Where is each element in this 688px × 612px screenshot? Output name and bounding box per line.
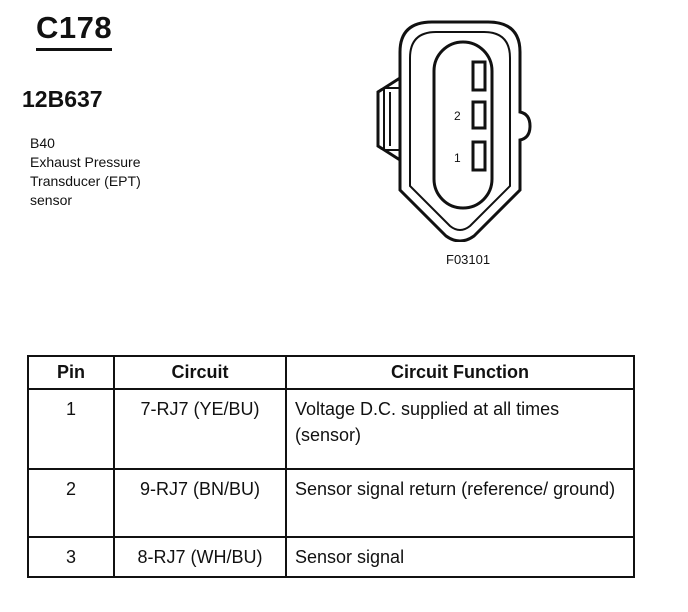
pin-cavity-1 <box>471 140 487 172</box>
locking-tab <box>376 76 401 162</box>
function-cell: Voltage D.C. supplied at all times (sens… <box>285 388 635 470</box>
header-circuit: Circuit <box>113 355 287 390</box>
pin-label-2: 2 <box>454 109 461 123</box>
component-description: B40 Exhaust Pressure Transducer (EPT) se… <box>30 134 141 210</box>
circuit-cell: 7-RJ7 (YE/BU) <box>113 388 287 470</box>
figure-id: F03101 <box>446 252 491 267</box>
pin-cell: 2 <box>27 468 115 538</box>
header-pin: Pin <box>27 355 115 390</box>
pin-cavity-2 <box>471 100 487 130</box>
pin-cell: 1 <box>27 388 115 470</box>
pin-cell: 3 <box>27 536 115 578</box>
description-line: Transducer (EPT) <box>30 173 141 189</box>
table-row: 2 9-RJ7 (BN/BU) Sensor signal return (re… <box>27 468 635 538</box>
circuit-cell: 9-RJ7 (BN/BU) <box>113 468 287 538</box>
description-line: Exhaust Pressure <box>30 154 141 170</box>
circuit-cell: 8-RJ7 (WH/BU) <box>113 536 287 578</box>
function-cell: Sensor signal <box>285 536 635 578</box>
table-row: 3 8-RJ7 (WH/BU) Sensor signal <box>27 536 635 578</box>
function-cell: Sensor signal return (reference/ ground) <box>285 468 635 538</box>
connector-inner-shell <box>409 31 511 231</box>
header-circuit-function: Circuit Function <box>285 355 635 390</box>
description-line: sensor <box>30 192 73 208</box>
table-header-row: Pin Circuit Circuit Function <box>27 355 635 390</box>
pin-table: Pin Circuit Circuit Function 1 7-RJ7 (YE… <box>27 355 635 578</box>
table-row: 1 7-RJ7 (YE/BU) Voltage D.C. supplied at… <box>27 388 635 470</box>
terminal-housing <box>432 40 494 210</box>
part-number: 12B637 <box>22 86 103 112</box>
connector-outer-shell <box>398 20 532 242</box>
connector-id: C178 <box>36 10 113 51</box>
pin-cavity-3 <box>471 60 487 92</box>
description-line: B40 <box>30 135 55 151</box>
locking-tab-rib <box>383 87 401 151</box>
pin-label-1: 1 <box>454 151 461 165</box>
connector-face-diagram: 2 1 <box>376 20 532 242</box>
